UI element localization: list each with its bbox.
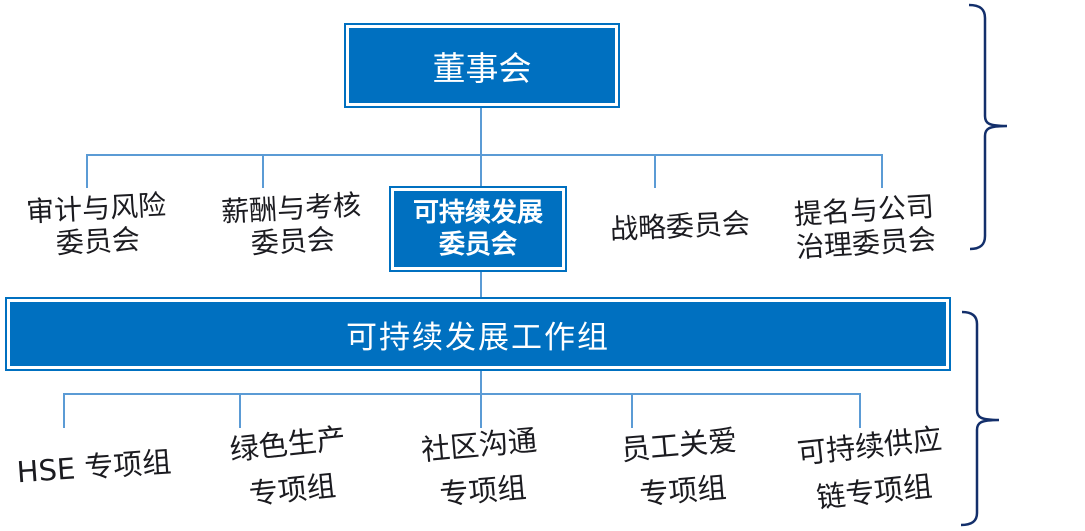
board-label: 董事会 — [432, 48, 532, 88]
taskforce-label-employee: 员工关爱 专项组 — [602, 416, 759, 521]
working-group-bar: 可持续发展工作组 — [7, 299, 949, 369]
committee-label-nomination: 提名与公司 治理委员会 — [778, 189, 952, 265]
connector-committee-to-workgroup — [480, 271, 482, 299]
working-group-label: 可持续发展工作组 — [346, 319, 610, 356]
connector-workgroup-to-taskforces — [480, 369, 482, 395]
committee-label-audit: 审计与风险 委员会 — [10, 188, 183, 263]
strategy-line1: 战略委员会 — [609, 206, 751, 247]
sustainability-committee-line2: 委员会 — [438, 230, 517, 260]
connector-drop-green — [239, 393, 241, 428]
hse-line1: HSE 专项组 — [15, 444, 173, 490]
taskforce-label-community: 社区沟通 专项组 — [402, 416, 559, 521]
connector-drop-strategy — [654, 154, 656, 188]
sustainability-committee-box: 可持续发展 委员会 — [391, 188, 565, 270]
top-section-brace-icon — [968, 3, 1008, 251]
connector-taskforces-horizontal — [63, 393, 860, 395]
bottom-section-brace-icon — [960, 310, 1000, 527]
taskforce-label-supply: 可持续供应 链专项组 — [783, 414, 962, 523]
taskforce-label-hse: HSE 专项组 — [8, 438, 181, 496]
sustainability-committee-label: 可持续发展 委员会 — [413, 197, 543, 261]
committee-label-strategy: 战略委员会 — [594, 206, 765, 246]
connector-committees-horizontal — [86, 154, 883, 156]
connector-drop-community — [480, 393, 482, 428]
connector-drop-audit — [86, 154, 88, 188]
connector-drop-employee — [631, 393, 633, 428]
connector-drop-hse — [63, 393, 65, 428]
connector-board-to-committee — [480, 106, 482, 188]
board-box: 董事会 — [346, 25, 618, 106]
committee-label-remuneration: 薪酬与考核 委员会 — [205, 188, 378, 263]
connector-drop-supply — [859, 393, 861, 428]
connector-drop-remuneration — [262, 154, 264, 188]
sustainability-committee-line1: 可持续发展 — [412, 198, 543, 228]
taskforce-label-green: 绿色生产 专项组 — [211, 413, 370, 520]
connector-drop-nomination — [881, 154, 883, 188]
